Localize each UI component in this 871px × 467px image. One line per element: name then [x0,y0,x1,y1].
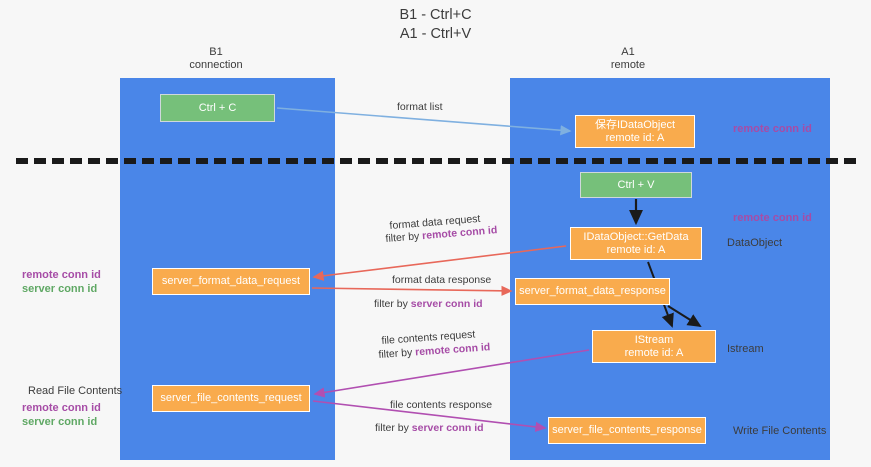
node-save-idataobject[interactable]: 保存IDataObject remote id: A [575,115,695,148]
annotation-read-file-contents: Read File Contents [28,385,123,397]
edge-label-format-list-text: format list [397,101,443,113]
filter-highlight-server-conn-id: server conn id [411,422,484,434]
node-ctrl-v[interactable]: Ctrl + V [580,172,692,198]
node-server-format-data-request[interactable]: server_format_data_request [152,268,310,295]
annotation-server-conn-id-format: server conn id [22,283,98,295]
annotation-dataobject: DataObject [727,237,783,249]
annotation-remote-conn-id-middle: remote conn id [733,212,812,224]
filter-highlight-server-conn-id: server conn id [410,298,483,310]
node-istream[interactable]: IStream remote id: A [592,330,716,363]
node-server-format-data-response[interactable]: server_format_data_response [515,278,670,305]
edge-label-file-contents-response: file contents response [390,398,492,412]
node-idataobject-getdata[interactable]: IDataObject::GetData remote id: A [570,227,702,260]
filter-prefix: filter by [378,346,416,361]
annotation-server-conn-id-file: server conn id [22,416,98,428]
annotation-remote-conn-id-format: remote conn id [22,269,101,281]
filter-prefix: filter by [375,422,412,434]
annotation-remote-conn-id-top: remote conn id [733,123,812,135]
annotation-group-file-conn-ids: remote conn id server conn id [22,401,101,429]
annotation-istream: Istream [727,343,764,355]
filter-prefix: filter by [374,298,411,310]
edge-format-data-response [311,285,513,296]
phase-separator [16,158,856,164]
filter-highlight-remote-conn-id: remote conn id [414,341,491,359]
edge-label-format-data-response: format data response [392,273,491,287]
filter-prefix: filter by [385,230,423,245]
column-heading-b1: B1 connection [189,46,243,71]
node-server-file-contents-response[interactable]: server_file_contents_response [548,417,706,444]
column-heading-a1: A1 remote [610,46,646,71]
annotation-group-format-conn-ids: remote conn id server conn id [22,268,101,296]
node-server-file-contents-request[interactable]: server_file_contents_request [152,385,310,412]
edge-label-format-list: format list [397,100,443,114]
edge-label-file-contents-response-text: file contents response [390,399,493,411]
page-title: B1 - Ctrl+C A1 - Ctrl+V [399,7,472,42]
edge-label-file-contents-response-filter: filter by server conn id [375,421,484,435]
annotation-remote-conn-id-file: remote conn id [22,402,101,414]
annotation-write-file-contents: Write File Contents [733,425,827,437]
edge-label-format-data-response-filter: filter by server conn id [374,297,483,311]
edge-label-format-data-response-text: format data response [392,274,492,286]
node-ctrl-c[interactable]: Ctrl + C [160,94,275,122]
